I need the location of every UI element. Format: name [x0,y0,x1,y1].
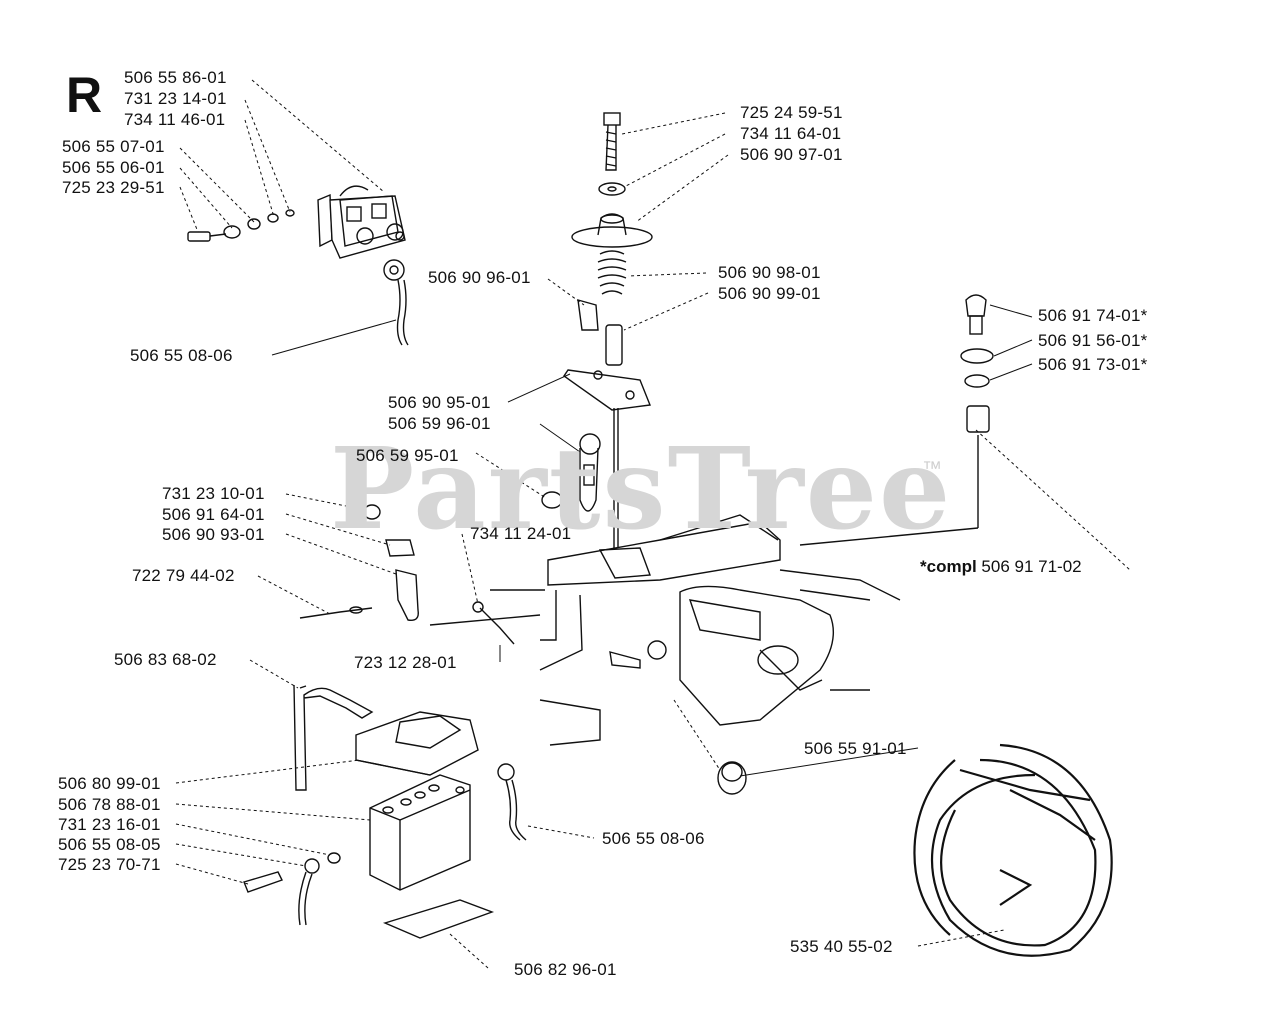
ignition-switch [799,294,994,546]
compl-part-number[interactable]: 506 91 71-02 [981,557,1082,576]
part-label[interactable]: 506 90 93-01 [162,525,265,544]
part-label[interactable]: 506 90 96-01 [428,268,531,287]
battery-holder [293,684,374,791]
solenoid-assembly [317,185,406,259]
part-label[interactable]: 734 11 24-01 [470,524,572,543]
solid-leaders [271,304,1033,777]
part-label[interactable]: 731 23 14-01 [124,89,227,108]
part-label[interactable]: 725 23 70-71 [58,855,161,874]
part-label[interactable]: 506 55 86-01 [124,68,227,87]
section-letter: R [66,67,103,123]
part-label[interactable]: 734 11 46-01 [124,110,226,129]
wiring-harness [913,743,1113,957]
part-label[interactable]: 731 23 10-01 [162,484,265,503]
part-label[interactable]: 506 91 64-01 [162,505,265,524]
part-label[interactable]: 506 83 68-02 [114,650,217,669]
part-label[interactable]: 506 59 96-01 [388,414,491,433]
part-label[interactable]: 506 55 91-01 [804,739,907,758]
part-label[interactable]: 506 90 95-01 [388,393,491,412]
part-label[interactable]: 734 11 64-01 [740,124,842,143]
frame-outline [429,514,901,746]
battery-cables [243,763,527,926]
part-label[interactable]: 506 90 97-01 [740,145,843,164]
battery [369,774,471,891]
part-label[interactable]: 506 55 08-06 [130,346,233,365]
watermark-text: PartsTree [330,424,953,555]
cable-clamp [299,504,515,645]
lever-bolt-assembly [541,112,653,560]
part-label[interactable]: 722 79 44-02 [132,566,235,585]
part-label[interactable]: 506 91 73-01* [1038,355,1148,374]
compl-prefix: *compl [920,557,977,576]
part-label[interactable]: 506 91 74-01* [1038,306,1148,325]
part-label[interactable]: 506 90 98-01 [718,263,821,282]
leader-lines [175,79,1131,969]
part-label[interactable]: 535 40 55-02 [790,937,893,956]
fuse-holder [717,761,747,795]
part-label[interactable]: 506 91 56-01* [1038,331,1148,350]
part-label[interactable]: 506 55 08-06 [602,829,705,848]
part-label[interactable]: 723 12 28-01 [354,653,457,672]
cable-506-55-08-06-top [383,259,409,346]
screw-washers [187,209,295,242]
part-label[interactable]: 725 23 29-51 [62,178,165,197]
part-label[interactable]: 731 23 16-01 [58,815,161,834]
part-label[interactable]: 506 90 99-01 [718,284,821,303]
part-label[interactable]: 506 82 96-01 [514,960,617,979]
part-label[interactable]: 725 24 59-51 [740,103,843,122]
part-label[interactable]: 506 80 99-01 [58,774,161,793]
battery-cover [355,711,479,776]
complete-assembly-note: *compl 506 91 71-02 [920,557,1082,577]
part-label[interactable]: 506 78 88-01 [58,795,161,814]
part-label[interactable]: 506 55 08-05 [58,835,161,854]
part-label[interactable]: 506 59 95-01 [356,446,459,465]
part-label[interactable]: 506 55 07-01 [62,137,165,156]
watermark-trademark: ™ [922,458,942,480]
part-label[interactable]: 506 55 06-01 [62,158,165,177]
battery-manual [382,899,495,939]
